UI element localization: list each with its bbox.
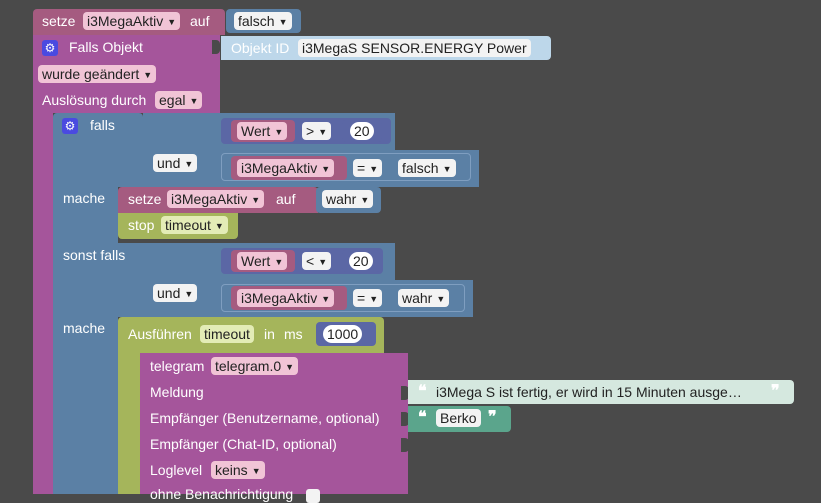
falls-label: falls	[90, 117, 115, 133]
var-dropdown-3[interactable]: i3MegaAktiv▼	[167, 190, 265, 208]
if-block-sonst-section	[53, 243, 143, 317]
ausloesung-label: Auslösung durch	[42, 92, 147, 108]
stop-label: stop	[128, 217, 155, 233]
mache-label-2: mache	[63, 320, 106, 336]
auf-label: auf	[190, 13, 210, 29]
quote-close-icon: ❞	[488, 409, 497, 426]
empfaenger-text[interactable]: Berko	[436, 409, 481, 427]
ms-label: ms	[284, 326, 303, 342]
loglevel-dropdown[interactable]: keins▼	[211, 461, 265, 479]
sonst-falls-label: sonst falls	[63, 247, 126, 263]
input-notch	[401, 438, 409, 452]
timeout-name-field[interactable]: timeout	[200, 325, 254, 343]
meldung-text[interactable]: i3Mega S ist fertig, er wird in 15 Minut…	[436, 384, 742, 400]
meldung-text-block[interactable]	[408, 380, 794, 404]
bool-dropdown-4[interactable]: wahr▼	[398, 289, 450, 307]
mache-label-1: mache	[63, 190, 106, 206]
trigger-left-bar	[33, 113, 53, 494]
wert-dropdown-1[interactable]: Wert▼	[237, 122, 288, 140]
input-notch	[212, 40, 220, 54]
input-notch	[401, 386, 409, 400]
wert-dropdown-3[interactable]: Wert▼	[237, 252, 288, 270]
auf-label-2: auf	[276, 191, 296, 207]
bool-dropdown-falsch[interactable]: falsch▼	[234, 12, 292, 30]
op-dropdown-2[interactable]: =▼	[353, 159, 383, 177]
ohne-checkbox[interactable]	[306, 489, 320, 503]
ohne-benachrichtigung-label: ohne Benachrichtigung	[150, 486, 294, 502]
quote-open-icon: ❝	[418, 383, 427, 400]
setze-label-2: setze	[128, 191, 162, 207]
quote-close-icon: ❞	[771, 383, 780, 400]
var-dropdown-2[interactable]: i3MegaAktiv▼	[237, 159, 335, 177]
var-dropdown-1[interactable]: i3MegaAktiv▼	[83, 12, 181, 30]
setze-label: setze	[42, 13, 76, 29]
loglevel-label: Loglevel	[150, 462, 203, 478]
var-dropdown-4[interactable]: i3MegaAktiv▼	[237, 289, 335, 307]
ausfuehren-label: Ausführen	[128, 326, 192, 342]
bool-dropdown-2[interactable]: falsch▼	[398, 159, 456, 177]
ausloesung-dropdown[interactable]: egal▼	[155, 91, 203, 109]
gear-icon[interactable]: ⚙	[42, 40, 58, 56]
op-dropdown-1[interactable]: >▼	[302, 122, 332, 140]
if-block-left-bar	[53, 187, 118, 494]
stop-dropdown[interactable]: timeout▼	[161, 216, 228, 234]
wurde-geaendert-dropdown[interactable]: wurde geändert▼	[38, 65, 157, 83]
bool-dropdown-wahr[interactable]: wahr▼	[322, 190, 374, 208]
in-label: in	[264, 326, 275, 342]
telegram-block[interactable]	[140, 353, 408, 494]
meldung-label: Meldung	[150, 384, 204, 400]
op-dropdown-3[interactable]: <▼	[302, 252, 332, 270]
objekt-id-value[interactable]: i3MegaS SENSOR.ENERGY Power	[298, 39, 531, 57]
number-value-1[interactable]: 20	[350, 122, 374, 140]
gear-icon-2[interactable]: ⚙	[62, 118, 78, 134]
empfaenger-user-label: Empfänger (Benutzername, optional)	[150, 410, 380, 426]
telegram-instance-dropdown[interactable]: telegram.0▼	[211, 357, 299, 375]
ms-value[interactable]: 1000	[323, 325, 363, 343]
telegram-label: telegram	[150, 358, 205, 374]
objekt-id-label: Objekt ID	[231, 40, 290, 56]
falls-objekt-label: Falls Objekt	[69, 39, 143, 55]
und-dropdown-1[interactable]: und▼	[153, 154, 198, 172]
empfaenger-chat-label: Empfänger (Chat-ID, optional)	[150, 436, 337, 452]
timeout-left-bar	[118, 353, 140, 494]
op-dropdown-4[interactable]: =▼	[353, 289, 383, 307]
und-dropdown-2[interactable]: und▼	[153, 284, 198, 302]
input-notch	[401, 412, 409, 426]
number-value-3[interactable]: 20	[349, 252, 373, 270]
quote-open-icon: ❝	[418, 409, 427, 426]
